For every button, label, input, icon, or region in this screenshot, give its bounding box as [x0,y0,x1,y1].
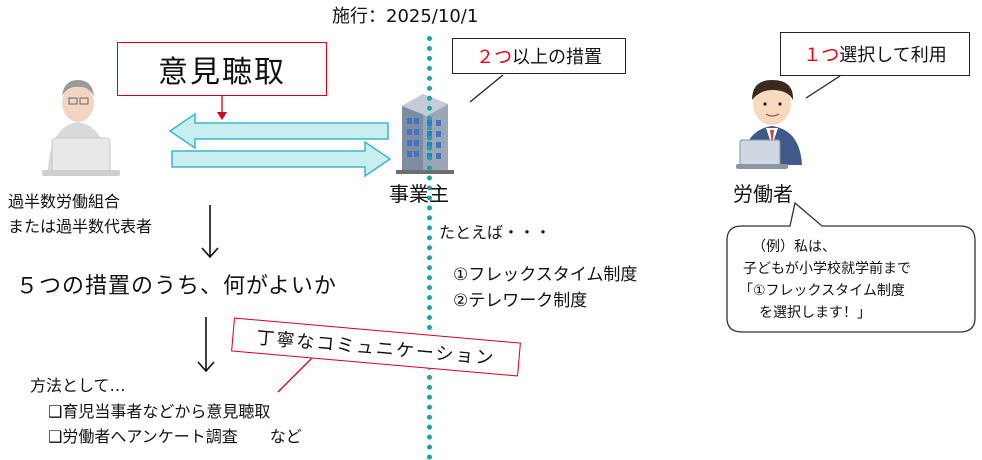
down-arrow-2 [197,317,215,373]
building-icon [396,94,454,174]
select-connector [805,75,841,99]
worker-label: 労働者 [733,182,793,206]
select-count: １つ [803,45,840,66]
arrow-to-union [168,112,389,150]
speech-line-1: （例）私は、 [752,239,836,255]
question-text: ５つの措置のうち、何がよいか [16,274,337,299]
speech-line-3: 「①フレックスタイム制度 [739,283,905,299]
worker-icon [736,80,802,169]
measures-rest: 以上の措置 [512,47,602,68]
hearing-connector [217,96,227,120]
select-box: １つ選択して利用 [780,32,970,76]
communication-connector [277,355,315,393]
hearing-box: 意見聴取 [117,42,327,96]
example-item-1: ①フレックスタイム制度 [453,265,638,285]
speech-line-2: 子どもが小学校就学前まで [743,261,911,277]
method-item-2: ❑労働者へアンケート調査 など [48,427,302,446]
union-representative-icon [42,80,120,176]
example-title: たとえば・・・ [439,223,552,242]
section-divider [427,36,432,460]
arrow-to-employer [171,140,392,178]
measures-count: ２つ [476,47,512,68]
method-item-1: ❑育児当事者などから意見聴取 [48,402,271,421]
down-arrow-1 [201,205,219,259]
hearing-box-label: 意見聴取 [158,55,286,90]
union-label-line2: または過半数代表者 [8,217,153,236]
measures-box: ２つ以上の措置 [452,38,626,74]
union-label-line1: 過半数労働組合 [8,192,121,211]
speech-line-4: を選択します！」 [759,305,871,321]
methods-title: 方法として… [30,376,126,395]
measures-connector [469,74,504,103]
example-item-2: ②テレワーク制度 [453,291,588,311]
select-rest: 選択して利用 [839,45,947,66]
employer-label: 事業主 [389,182,449,206]
effective-date: 施行：2025/10/1 [332,6,479,27]
speech-bubble [726,201,976,333]
